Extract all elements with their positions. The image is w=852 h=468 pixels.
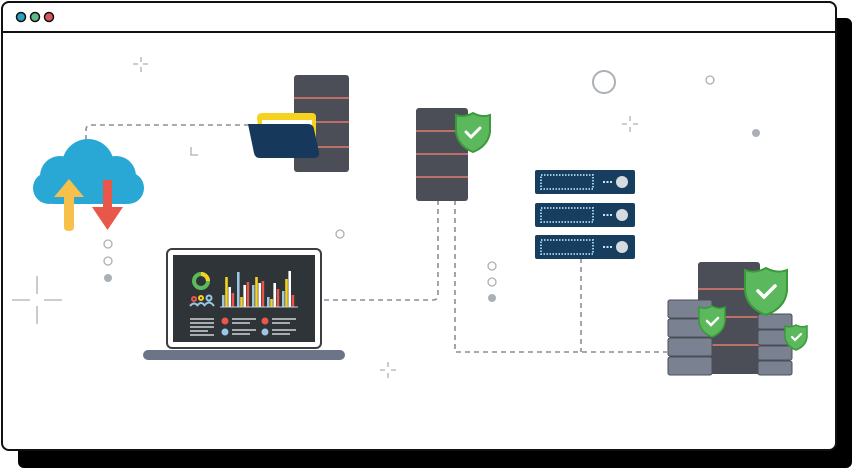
- server-cluster: [667, 262, 808, 376]
- dashboard-bar: [252, 285, 255, 307]
- sparkle-icon: [133, 57, 148, 72]
- dot-icon: [104, 274, 112, 282]
- shield-check-icon: [784, 324, 808, 351]
- dashboard-bar: [276, 289, 280, 307]
- rack-server-icon: [535, 203, 635, 227]
- download-arrow-icon: [92, 180, 123, 230]
- window-dot-3[interactable]: [43, 11, 55, 23]
- sparkle-icon: [12, 276, 62, 324]
- dashboard-bar: [240, 297, 243, 307]
- rack-server-icon: [535, 170, 635, 194]
- ring-icon: [705, 75, 715, 85]
- sparkle-icon: [380, 362, 396, 378]
- window-dot-1[interactable]: [15, 11, 27, 23]
- dashboard-bar: [222, 295, 225, 307]
- dashboard-bar: [246, 282, 250, 307]
- ring-icon: [103, 239, 113, 249]
- dashboard-bar: [225, 277, 228, 307]
- dashboard-bar: [243, 285, 246, 307]
- dashboard-bar: [291, 295, 295, 307]
- dashboard-bar: [261, 281, 265, 307]
- shield-check-icon: [455, 111, 491, 154]
- dashboard-bar: [255, 277, 258, 307]
- dashboard-bar: [228, 287, 231, 307]
- shield-check-icon: [744, 266, 788, 317]
- browser-window: [1, 1, 837, 451]
- shield-check-icon: [698, 305, 726, 338]
- ring-icon: [487, 277, 497, 287]
- dashboard-bar: [288, 271, 291, 307]
- ring-icon: [592, 70, 616, 94]
- dashboard-bar: [267, 297, 270, 307]
- folder-icon: [248, 113, 320, 158]
- ring-icon: [335, 229, 345, 239]
- upload-arrow-icon: [54, 179, 84, 231]
- server-stack-icon: [757, 313, 793, 376]
- dashboard-bar: [270, 299, 273, 307]
- dashboard-bar: [273, 283, 276, 307]
- rack-server-icon: [535, 235, 635, 259]
- connection-lines: [85, 124, 667, 353]
- ring-icon: [103, 256, 113, 266]
- dashboard-bar: [237, 272, 240, 307]
- dot-icon: [488, 294, 496, 302]
- rack-servers: [535, 170, 635, 259]
- window-dot-2[interactable]: [29, 11, 41, 23]
- dot-icon: [752, 129, 760, 137]
- dashboard-bar: [285, 279, 288, 307]
- laptop-dashboard-icon: [143, 248, 345, 360]
- ring-icon: [487, 261, 497, 271]
- dashboard-bar: [258, 283, 261, 307]
- bar-chart: [222, 271, 295, 307]
- users-icon: [189, 294, 215, 307]
- text-lines: [190, 318, 296, 336]
- dashboard-bar: [231, 293, 235, 307]
- decorations: [12, 57, 715, 378]
- dashboard-bar: [282, 291, 285, 307]
- sparkle-icon: [622, 116, 638, 132]
- corner-mark: [190, 147, 198, 156]
